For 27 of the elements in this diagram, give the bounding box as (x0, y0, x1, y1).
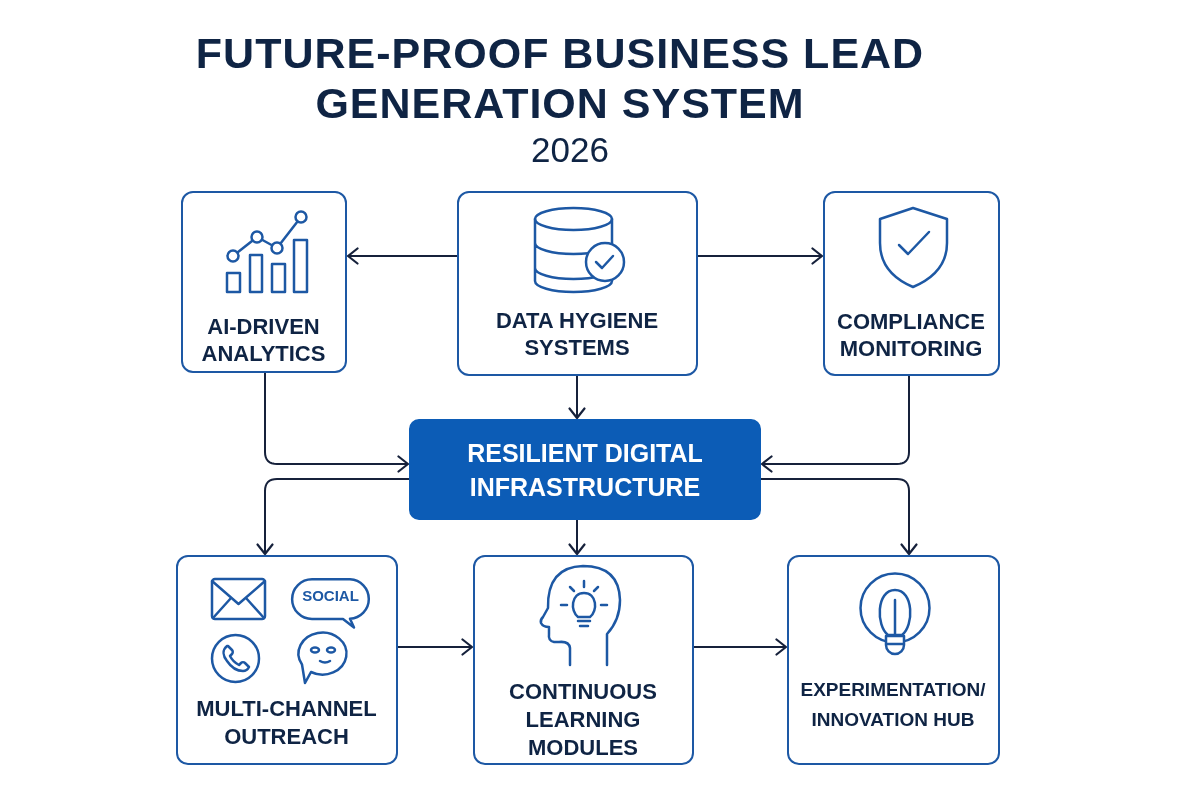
node-label: EXPERIMENTATION/ INNOVATION HUB (799, 677, 987, 732)
process-box (457, 191, 698, 376)
node-label: COMPLIANCE MONITORING (836, 307, 986, 362)
process-box (181, 191, 347, 373)
node-label: AI-DRIVEN ANALYTICS (200, 312, 327, 367)
arrow (697, 247, 824, 265)
arrow (256, 478, 410, 556)
arrow (397, 638, 474, 656)
arrow (568, 519, 586, 556)
diagram-title: FUTURE-PROOF BUSINESS LEAD GENERATION SYSTEM (194, 28, 926, 128)
process-box (176, 555, 398, 765)
node-label: CONTINUOUS LEARNING MODULES (508, 677, 658, 762)
channel-label: SOCIAL (302, 586, 359, 605)
arrow (760, 478, 918, 556)
hub-box (409, 419, 761, 520)
arrow (760, 375, 910, 473)
arrow (264, 372, 410, 473)
node-label: DATA HYGIENE SYSTEMS (494, 306, 660, 361)
node-label: RESILIENT DIGITAL INFRASTRUCTURE (466, 437, 704, 503)
process-box (823, 191, 1000, 376)
arrow (693, 638, 788, 656)
arrow (568, 375, 586, 420)
node-label: MULTI-CHANNEL OUTREACH (195, 694, 378, 751)
arrow (346, 247, 458, 265)
process-box (787, 555, 1000, 765)
year-subtitle: 2026 (531, 130, 609, 170)
process-box (473, 555, 694, 765)
